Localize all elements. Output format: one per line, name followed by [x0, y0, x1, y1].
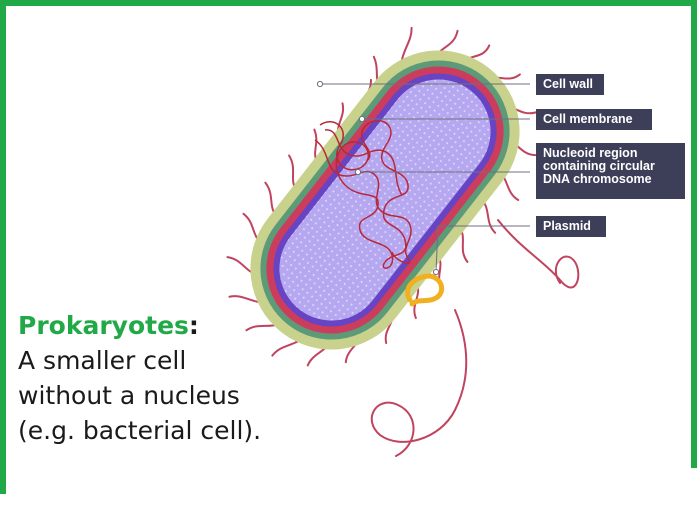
label-cell-wall-text: Cell wall: [543, 77, 593, 91]
label-cell-membrane: Cell membrane: [536, 109, 652, 130]
label-nucleoid-line-3: DNA chromosome: [543, 173, 678, 186]
prokaryotes-title: Prokaryotes: [18, 311, 189, 340]
label-cell-wall: Cell wall: [536, 74, 604, 95]
description-line-2: without a nucleus: [18, 378, 348, 413]
description-line-1: A smaller cell: [18, 343, 348, 378]
prokaryotes-description: Prokaryotes: A smaller cell without a nu…: [18, 308, 348, 448]
heading-line: Prokaryotes:: [18, 308, 348, 343]
description-line-3: (e.g. bacterial cell).: [18, 413, 348, 448]
label-plasmid-text: Plasmid: [543, 219, 591, 233]
label-nucleoid: Nucleoid region containing circular DNA …: [536, 143, 685, 199]
label-plasmid: Plasmid: [536, 216, 606, 237]
title-colon: :: [189, 311, 199, 340]
label-cell-membrane-text: Cell membrane: [543, 112, 633, 126]
